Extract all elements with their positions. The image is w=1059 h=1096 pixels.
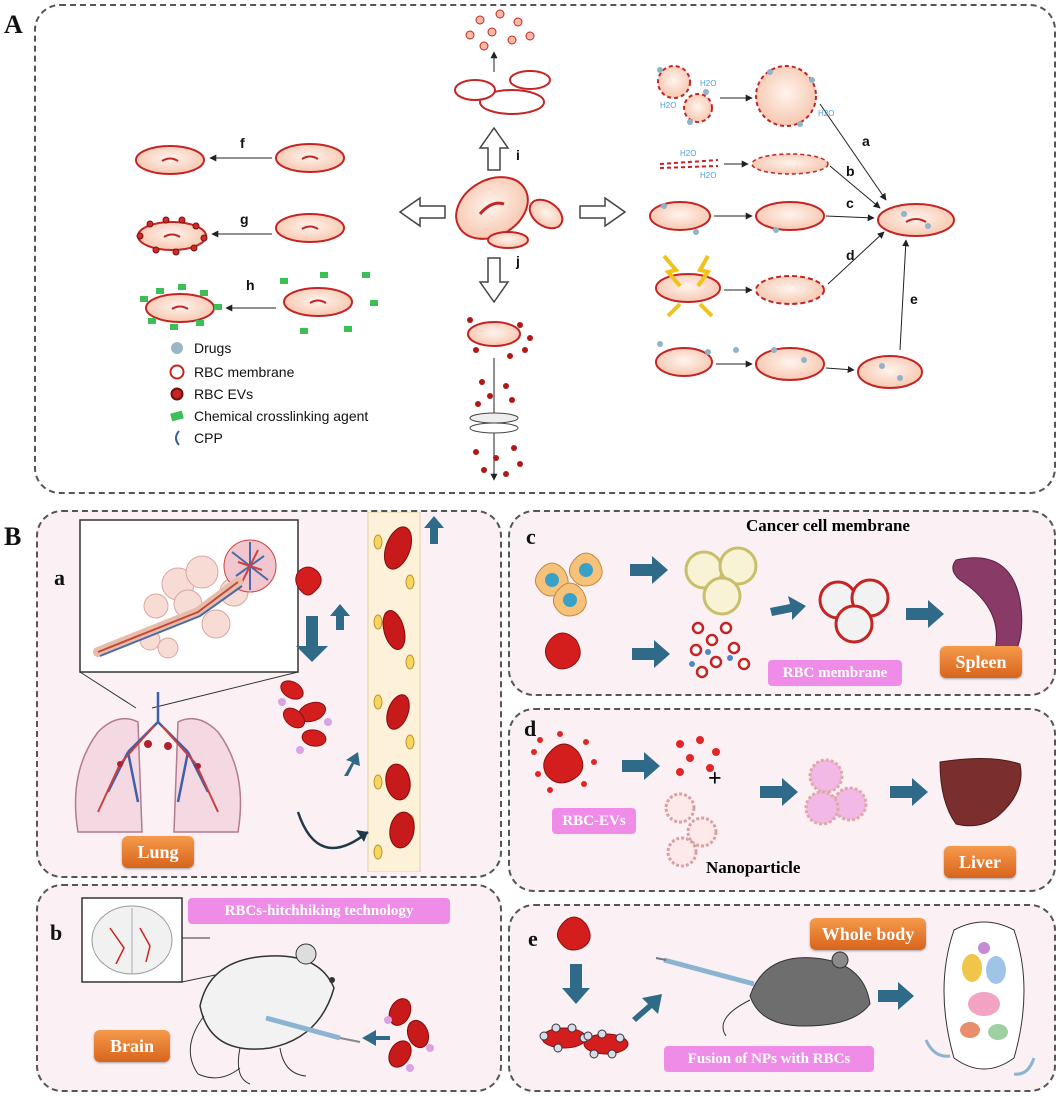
organ-tag-whole-body: Whole body [810,918,926,950]
central-rbc-cluster [455,176,564,249]
hollow-arrows [398,126,627,304]
route-label-g: g [240,211,249,227]
panel-b-c-letter: c [526,524,536,549]
panel-b-letter: B [4,522,22,551]
route-j-graphic [467,317,533,481]
spleen-route-illustration [534,546,1023,679]
panel-a [34,4,1056,494]
right-routes [649,65,955,389]
panel-b-e-letter: e [528,926,538,951]
route-label-a: a [862,133,870,149]
route-letter-labels: a b c d e f g h i j [240,133,918,307]
legend-item: RBC EVs [166,386,253,402]
lung-illustration [74,512,444,872]
route-label-c: c [846,195,854,211]
route-label-e: e [910,291,918,307]
technique-tag: RBCs-hitchhiking technology [188,898,450,924]
organ-tag-lung: Lung [122,836,194,868]
legend-item: RBC membrane [166,364,294,380]
cpp-icon [175,430,180,446]
legend-item: Chemical crosslinking agent [166,408,368,424]
svg-text:H2O: H2O [660,101,676,110]
fusion-tag: Fusion of NPs with RBCs [664,1046,874,1072]
nanoparticle-label: Nanoparticle [706,858,801,877]
route-i-graphic [454,9,551,115]
svg-text:H2O: H2O [700,79,716,88]
svg-text:H2O: H2O [818,109,834,118]
route-label-i: i [516,147,520,163]
legend: Drugs RBC membrane RBC EVs Chemical cros… [166,340,446,460]
rbc-membrane-tag: RBC membrane [768,660,902,686]
left-routes [135,143,378,334]
svg-text:H2O: H2O [700,171,716,180]
liver-route-illustration [531,731,1022,868]
panel-b-b-letter: b [50,920,63,945]
organ-tag-brain: Brain [94,1030,170,1062]
rbc-evs-tag: RBC-EVs [552,808,636,834]
h2o-labels: H2O H2O H2O H2O H2O [660,79,834,180]
whole-body-route-illustration [539,916,1036,1076]
svg-text:H2O: H2O [680,149,696,158]
panel-a-letter: A [4,10,23,39]
panel-b-d-letter: d [524,716,537,741]
route-label-h: h [246,277,255,293]
route-label-b: b [846,163,855,179]
panel-b-a-letter: a [54,565,65,590]
legend-item: Drugs [166,340,231,356]
brain-mouse-illustration [81,897,434,1085]
drug-sphere-icon [171,342,183,354]
route-label-f: f [240,135,245,151]
legend-item: CPP [166,430,223,446]
panel-a-diagram: a b c d e f g h i j H2O H2O H2O H2O H2O [135,9,955,481]
rbc-ev-dot-icon [170,387,184,401]
route-label-d: d [846,247,855,263]
organ-tag-liver: Liver [944,846,1016,878]
route-label-j: j [515,253,520,269]
rbc-membrane-ring-icon [169,364,185,380]
organ-tag-spleen: Spleen [940,646,1022,678]
cancer-membrane-title: Cancer cell membrane [746,516,910,535]
crosslinker-icon [170,410,184,422]
plus-sign: + [708,766,722,792]
